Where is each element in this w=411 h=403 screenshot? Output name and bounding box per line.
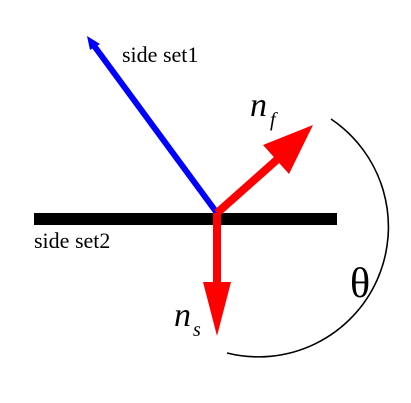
nf-label-subscript: f (270, 109, 278, 131)
side-set1-label: side set1 (122, 42, 198, 67)
side-set2-label: side set2 (34, 228, 110, 253)
theta-arc (226, 118, 390, 358)
ns-label-base: n (174, 297, 191, 334)
theta-label: θ (350, 261, 370, 307)
nf-arrowhead (263, 125, 313, 174)
nf-arrow-shaft (214, 154, 283, 216)
ns-label-subscript: s (193, 319, 201, 341)
side-set1-arrow-tip (87, 36, 100, 50)
nf-label-base: n (250, 87, 267, 124)
side-set1-line (89, 41, 220, 215)
ns-arrowhead (203, 282, 231, 336)
